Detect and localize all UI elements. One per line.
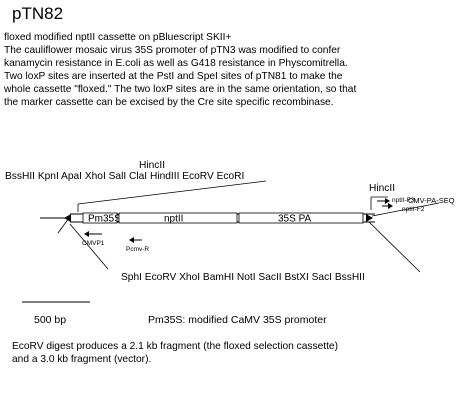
primer-cmvp1-label: CMVP1 (82, 240, 105, 247)
description-line: Two loxP sites are inserted at the PstI … (4, 71, 343, 82)
legend: Pm35S: modified CaMV 35S promoter (148, 314, 327, 326)
description-line: floxed modified nptII cassette on pBlues… (4, 32, 232, 43)
description-line: the marker cassette can be excised by th… (4, 97, 334, 108)
primer-nptii-f3-label: nptII-F3 (392, 197, 415, 204)
vector-line-right-bottom (368, 221, 421, 273)
right-hincii-label: HincII (369, 183, 395, 194)
segment-35s-pa-label: 35S PA (278, 214, 311, 225)
primer-pcmv-r-arrowhead (129, 237, 134, 243)
primer-cmvp1-arrowhead (84, 231, 89, 237)
segment-nptii (118, 212, 238, 224)
primer-cmv-pa-seq-label: CMV-PA-SEQ (408, 196, 455, 205)
digest-note-line: and a 3.0 kb fragment (vector). (12, 354, 152, 365)
segment-35s-pa (238, 212, 364, 224)
bottom-callout-line (69, 223, 109, 270)
top-callout-line (77, 180, 267, 205)
page-title: pTN82 (12, 4, 64, 23)
top-sites-label: BssHII KpnI ApaI XhoI SalI ClaI HindIII … (5, 171, 244, 182)
loxp-right-icon (366, 214, 373, 222)
scale-bar-label: 500 bp (34, 314, 67, 326)
segment-nptii-label: nptII (164, 214, 183, 225)
description: floxed modified nptII cassette on pBlues… (4, 31, 459, 109)
description-line: whole cassette "floxed." The two loxP si… (4, 84, 357, 95)
top-hincii-label: HincII (139, 160, 165, 171)
primer-nptii-f3-arrowhead (385, 198, 390, 204)
description-line: The cauliflower mosaic virus 35S promote… (4, 45, 341, 56)
loxp-left-icon (64, 214, 71, 222)
primer-pcmv-r-label: Pcmv-R (126, 246, 149, 253)
bottom-sites-label: SphI EcoRV XhoI BamHI NotI SacII BstXI S… (121, 272, 365, 283)
description-line: kanamycin resistance in E.coli as well a… (4, 58, 348, 69)
vector-line-left (57, 217, 70, 234)
segment-pm35s-label: Pm35S (88, 214, 121, 225)
primer-nptii-f2-label: nptII-F2 (402, 206, 425, 213)
digest-note: EcoRV digest produces a 2.1 kb fragment … (12, 340, 338, 366)
segment-pm35s (82, 212, 118, 224)
primer-nptii-f2-arrowhead (388, 203, 393, 209)
digest-note-line: EcoRV digest produces a 2.1 kb fragment … (12, 341, 338, 352)
vector-line-right-top (371, 202, 440, 217)
